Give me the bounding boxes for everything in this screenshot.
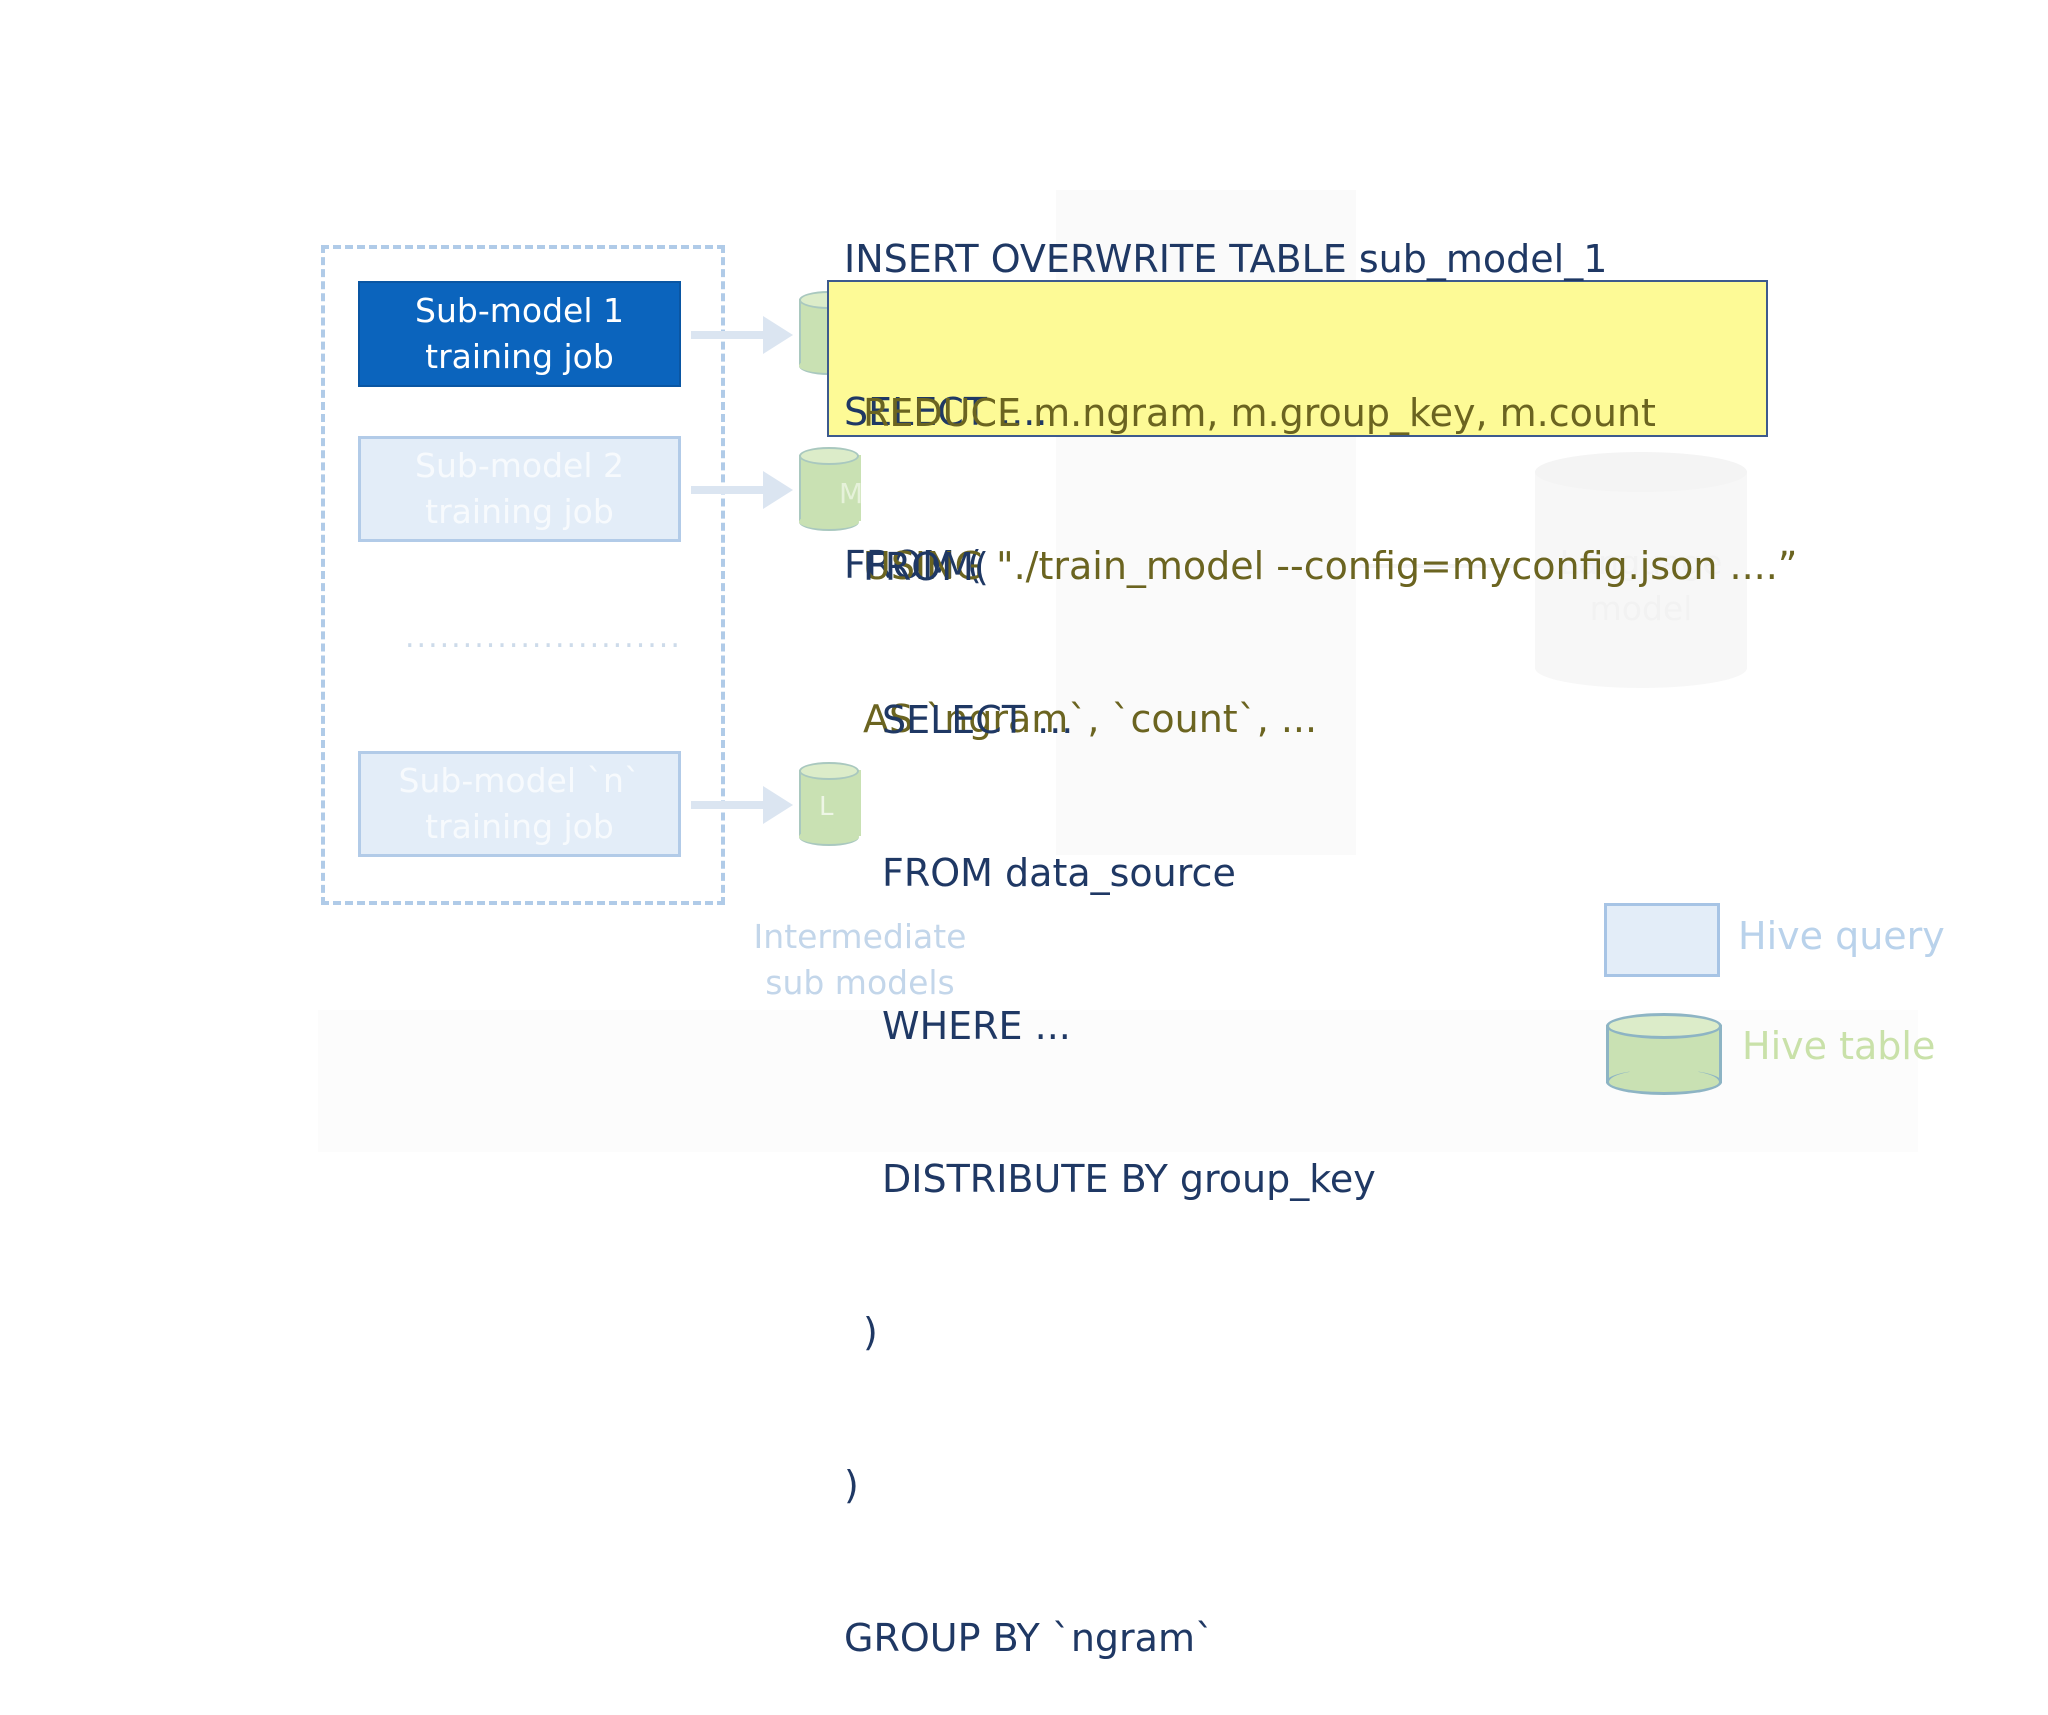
sub-model-n-job: Sub-model `n` training job xyxy=(358,751,681,857)
arrow-job2-to-table xyxy=(691,471,801,509)
sub-model-2-job: Sub-model 2 training job xyxy=(358,436,681,542)
sql-highlight-block: REDUCE m.ngram, m.group_key, m.count USI… xyxy=(863,286,1798,796)
sql-line: ) xyxy=(844,1463,859,1507)
sql-line: GROUP BY `ngram` xyxy=(844,1616,1214,1660)
table-2-initial: M xyxy=(839,477,864,510)
sql-line: INSERT OVERWRITE TABLE sub_model_1 xyxy=(844,237,1608,281)
sub-model-1-job: Sub-model 1 training job xyxy=(358,281,681,387)
language-model-cylinder xyxy=(1535,452,1747,688)
sql-line: DISTRIBUTE BY group_key xyxy=(882,1157,1376,1201)
sql-bottom-block: FROM( SELECT ... FROM data_source WHERE … xyxy=(844,440,1376,1715)
sql-line: AS `ngram`, `count`, ... xyxy=(863,697,1318,741)
table-n-initial: L xyxy=(819,792,834,822)
training-jobs-group xyxy=(321,245,725,905)
sql-line: FROM( xyxy=(863,545,989,589)
sql-line: SELECT .... xyxy=(844,390,1048,434)
legend-hive-query-label: Hive query xyxy=(1738,914,1945,958)
sql-line: WHERE ... xyxy=(882,1004,1071,1048)
legend-hive-table-label: Hive table xyxy=(1742,1024,1936,1068)
arrow-job1-to-table xyxy=(691,316,801,354)
language-model-label: Language model xyxy=(1559,543,1723,628)
faint-arrow xyxy=(1360,564,1520,568)
reduce-highlight-box xyxy=(827,280,1768,437)
intermediate-table-2-icon: M xyxy=(799,447,863,531)
intermediate-sub-models-label: Intermediate sub models xyxy=(753,917,967,1002)
sql-line: USING "./train_model --config=myconfig.j… xyxy=(863,544,1798,588)
intermediate-table-n-icon: L xyxy=(799,762,861,846)
sql-line: SELECT ... xyxy=(882,698,1074,742)
sql-line: FROM ( xyxy=(844,543,982,587)
sql-line: FROM data_source xyxy=(882,851,1236,895)
arrow-jobn-to-table xyxy=(691,786,801,824)
sql-line: REDUCE m.ngram, m.group_key, m.count xyxy=(863,391,1656,435)
sql-top-block: INSERT OVERWRITE TABLE sub_model_1 SELEC… xyxy=(844,132,1607,642)
legend-hive-table-icon xyxy=(1606,1013,1722,1095)
ellipsis-dots: ........................ xyxy=(405,620,682,655)
legend-hive-query-swatch xyxy=(1604,903,1720,977)
sql-line: ) xyxy=(863,1310,878,1354)
